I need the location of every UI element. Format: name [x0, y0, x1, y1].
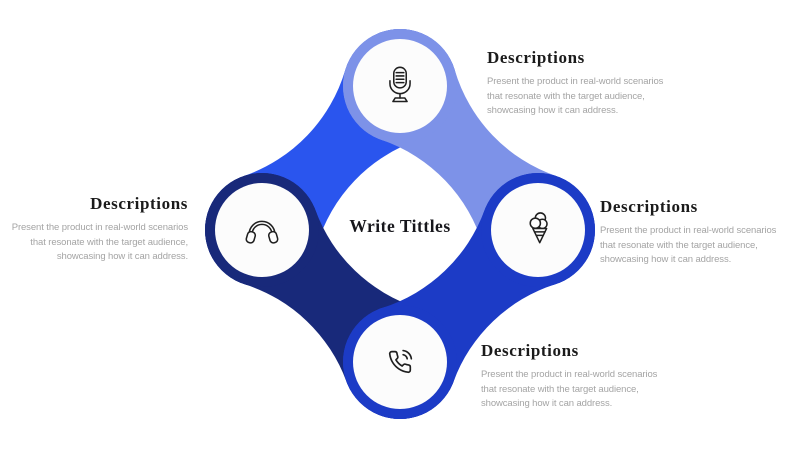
- description-block-top: Descriptions Present the product in real…: [487, 48, 663, 119]
- description-line: Present the product in real-world scenar…: [481, 369, 658, 380]
- description-block-left: Descriptions Present the product in real…: [12, 194, 188, 265]
- phone-icon: [388, 349, 413, 374]
- description-line: Present the product in real-world scenar…: [487, 76, 664, 87]
- description-line: Present the product in real-world scenar…: [600, 225, 777, 236]
- description-line: that resonate with the target audience,: [600, 239, 758, 251]
- description-line: that resonate with the target audience,: [481, 383, 639, 395]
- description-line: Present the product in real-world scenar…: [11, 222, 188, 233]
- ice-cream-icon: [529, 212, 548, 244]
- description-title: Descriptions: [90, 194, 188, 213]
- description-block-bottom: Descriptions Present the product in real…: [481, 341, 657, 412]
- description-line: showcasing how it can address.: [487, 105, 619, 116]
- description-title: Descriptions: [481, 341, 579, 360]
- description-line: that resonate with the target audience,: [30, 236, 188, 248]
- node-circle-top: [353, 39, 447, 133]
- node-circle-left: [215, 183, 309, 277]
- microphone-icon: [389, 66, 411, 103]
- headphones-icon: [245, 220, 279, 244]
- center-title: Write Tittles: [349, 216, 451, 236]
- description-line: showcasing how it can address.: [481, 398, 613, 409]
- description-line: showcasing how it can address.: [600, 254, 732, 265]
- node-circle-bottom: [353, 315, 447, 409]
- description-title: Descriptions: [600, 197, 698, 216]
- description-line: showcasing how it can address.: [56, 251, 188, 262]
- description-block-right: Descriptions Present the product in real…: [600, 197, 776, 268]
- description-title: Descriptions: [487, 48, 585, 67]
- description-line: that resonate with the target audience,: [487, 90, 645, 102]
